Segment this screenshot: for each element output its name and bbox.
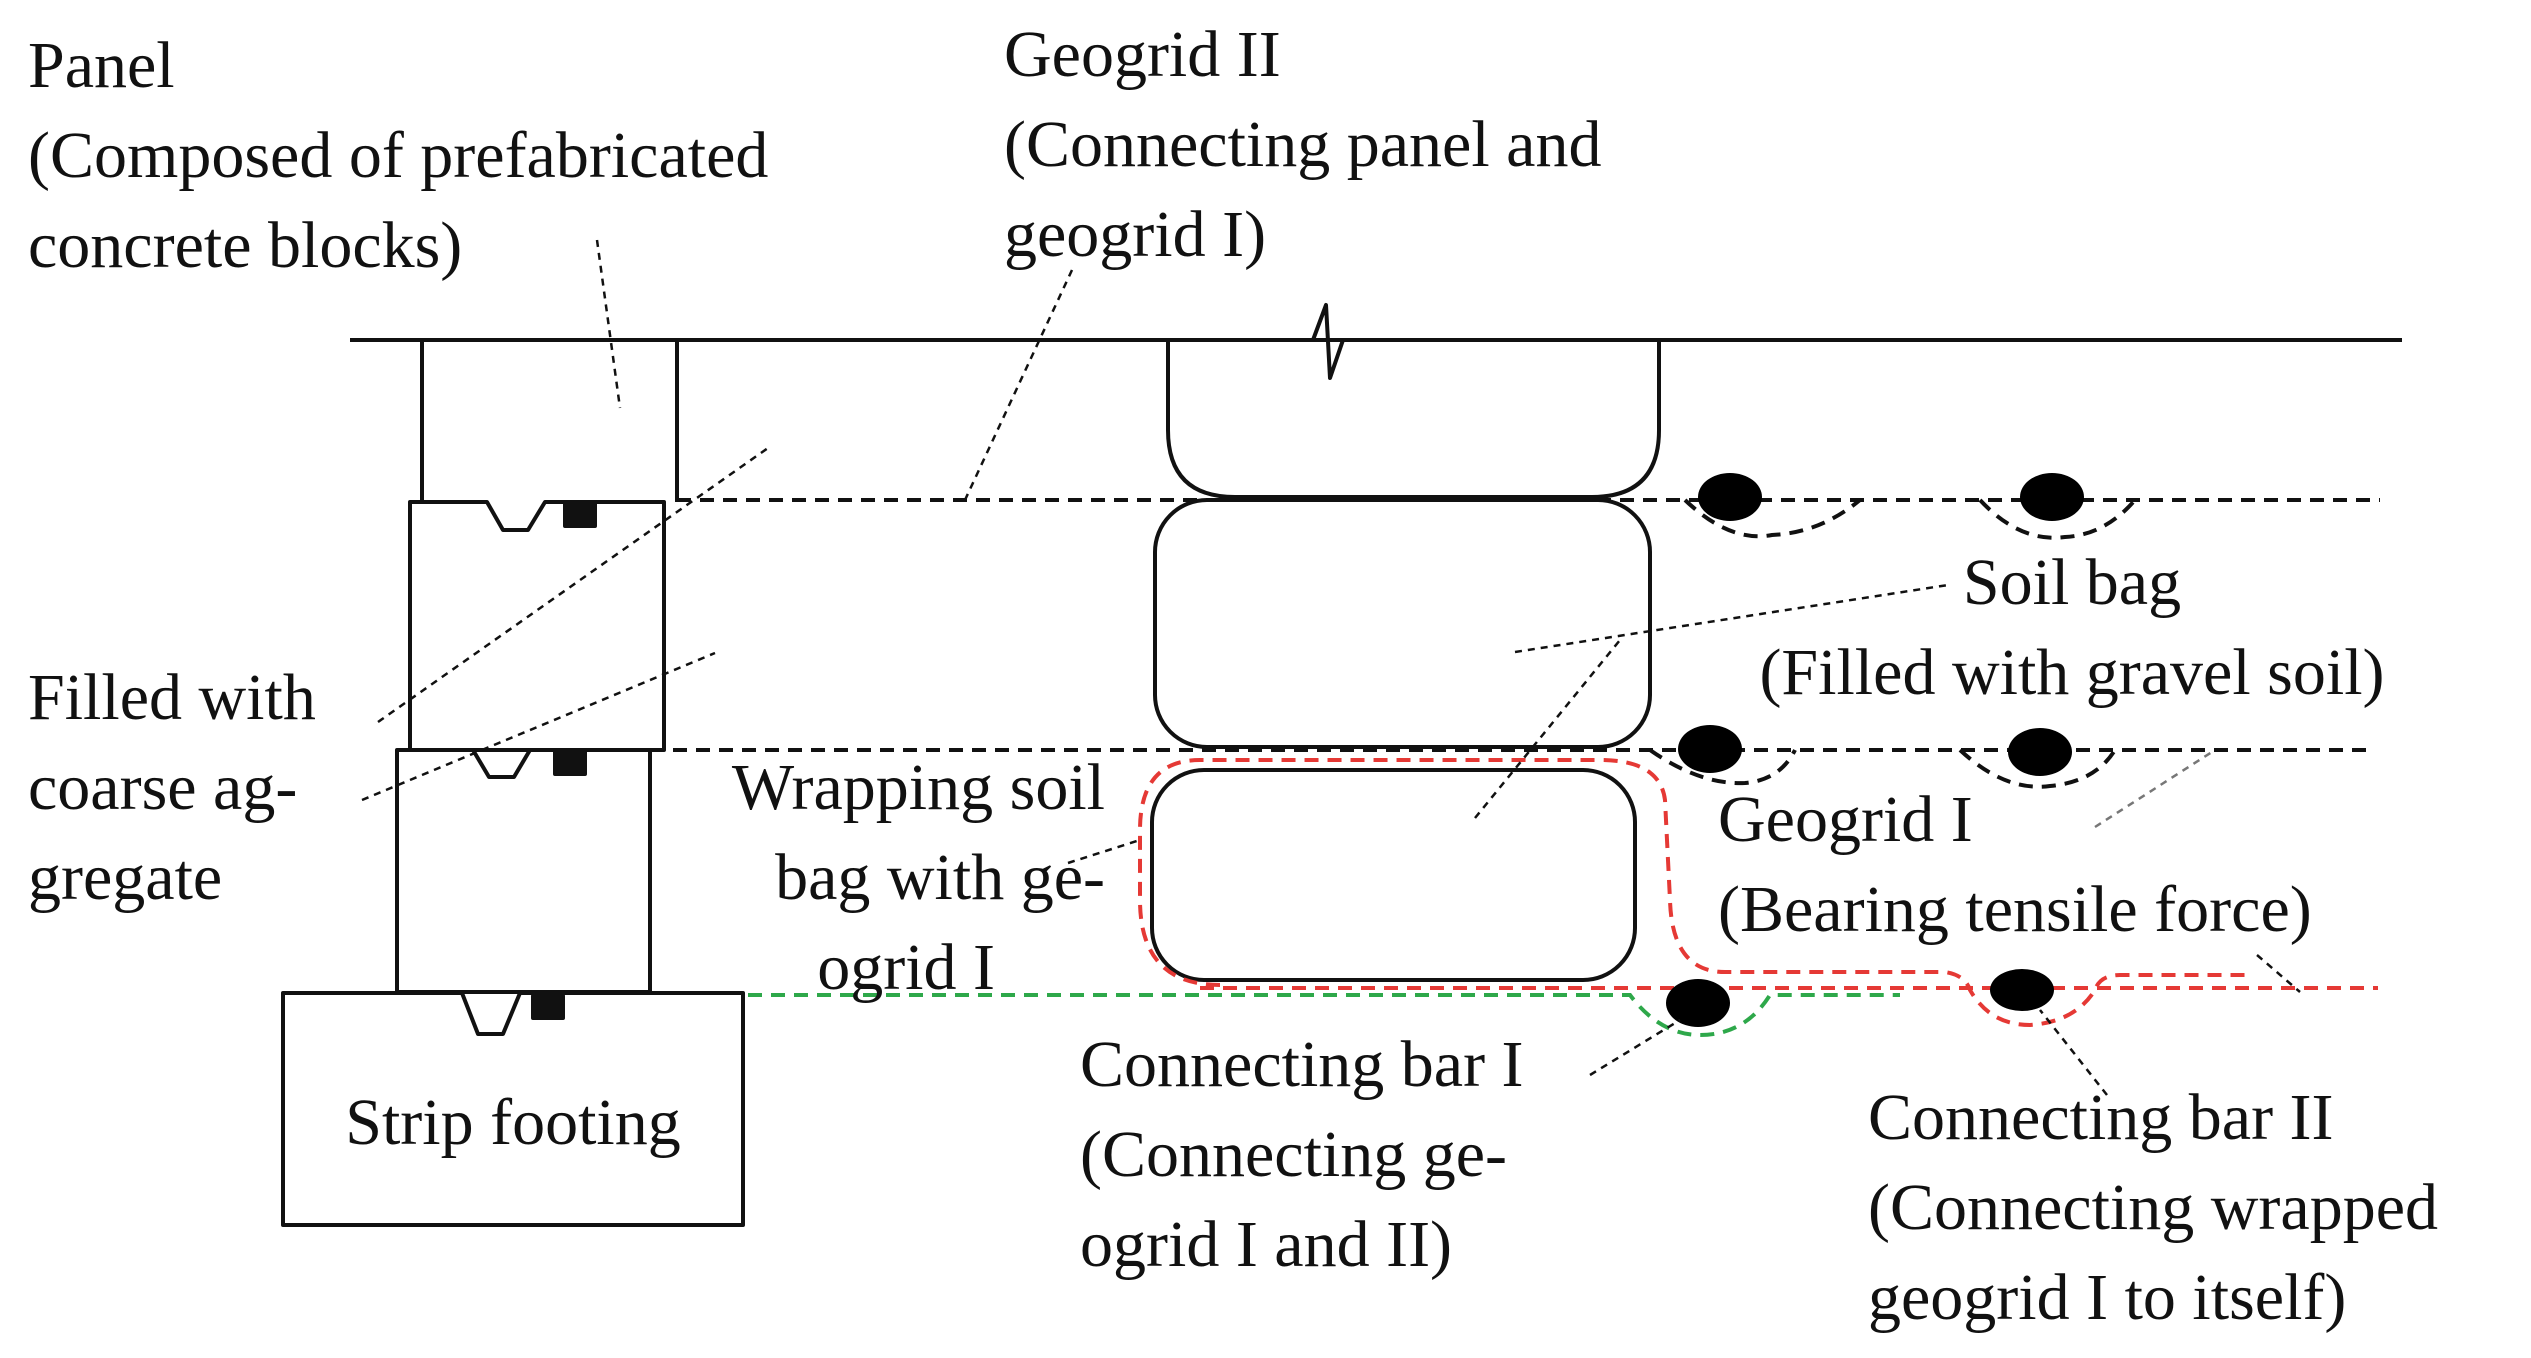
leader-panel xyxy=(595,239,622,409)
leader-geogrid-i-red xyxy=(2256,954,2301,993)
geogrid-i-wrap xyxy=(1138,758,2245,1028)
label-soil-bag: Soil bag (Filled with gravel soil) xyxy=(1759,546,2385,709)
connecting-bar-middle-1 xyxy=(1678,725,1742,773)
label-connecting-bar-ii: Connecting bar II (Connecting wrapped ge… xyxy=(1868,1081,2438,1334)
leader-filled-1 xyxy=(377,446,769,724)
connecting-bar-middle-2 xyxy=(2008,728,2072,776)
label-wrapping-soil-bag: Wrapping soil bag with ge- ogrid I xyxy=(731,751,1105,1004)
leader-bar-ii xyxy=(2039,1009,2108,1096)
panel-shear-key xyxy=(553,750,587,776)
label-filled-aggregate: Filled with coarse ag- gregate xyxy=(28,661,316,914)
leader-geogrid-ii xyxy=(963,269,1074,501)
strip-footing xyxy=(281,991,745,1227)
geogrid-ii-upper-wrap xyxy=(1683,498,2137,540)
panel-shear-key xyxy=(563,502,597,528)
footing-shear-key xyxy=(531,994,565,1020)
break-symbol xyxy=(1311,303,1345,380)
leader-soil-bag-2 xyxy=(1474,639,1621,819)
panel-block-2 xyxy=(408,500,666,752)
label-geogrid-i: Geogrid I (Bearing tensile force) xyxy=(1718,783,2312,946)
panel-block-top xyxy=(420,340,679,502)
soil-bag-middle xyxy=(1153,498,1652,749)
soil-bag-bottom xyxy=(1150,768,1637,982)
leader-geogrid-i xyxy=(2094,748,2216,829)
leader-soil-bag-1 xyxy=(1514,583,1949,654)
connecting-bar-upper-1 xyxy=(1698,473,1762,521)
label-geogrid-ii: Geogrid II (Connecting panel and geogrid… xyxy=(1004,18,1602,271)
connecting-bar-i xyxy=(1666,979,1730,1027)
soil-bag-top xyxy=(1166,340,1661,499)
connecting-bar-ii xyxy=(1990,969,2054,1011)
label-connecting-bar-i: Connecting bar I (Connecting ge- ogrid I… xyxy=(1080,1028,1524,1281)
label-strip-footing: Strip footing xyxy=(345,1086,681,1159)
geogrid-ii-lower-wrap xyxy=(1648,748,2117,789)
geogrid-i-base xyxy=(748,993,1900,1038)
label-panel: Panel (Composed of prefabricated concret… xyxy=(28,29,769,282)
connecting-bar-upper-2 xyxy=(2020,473,2084,521)
leader-filled-2 xyxy=(361,651,716,802)
panel-block-3 xyxy=(395,748,652,994)
leader-bar-i xyxy=(1589,1018,1681,1077)
